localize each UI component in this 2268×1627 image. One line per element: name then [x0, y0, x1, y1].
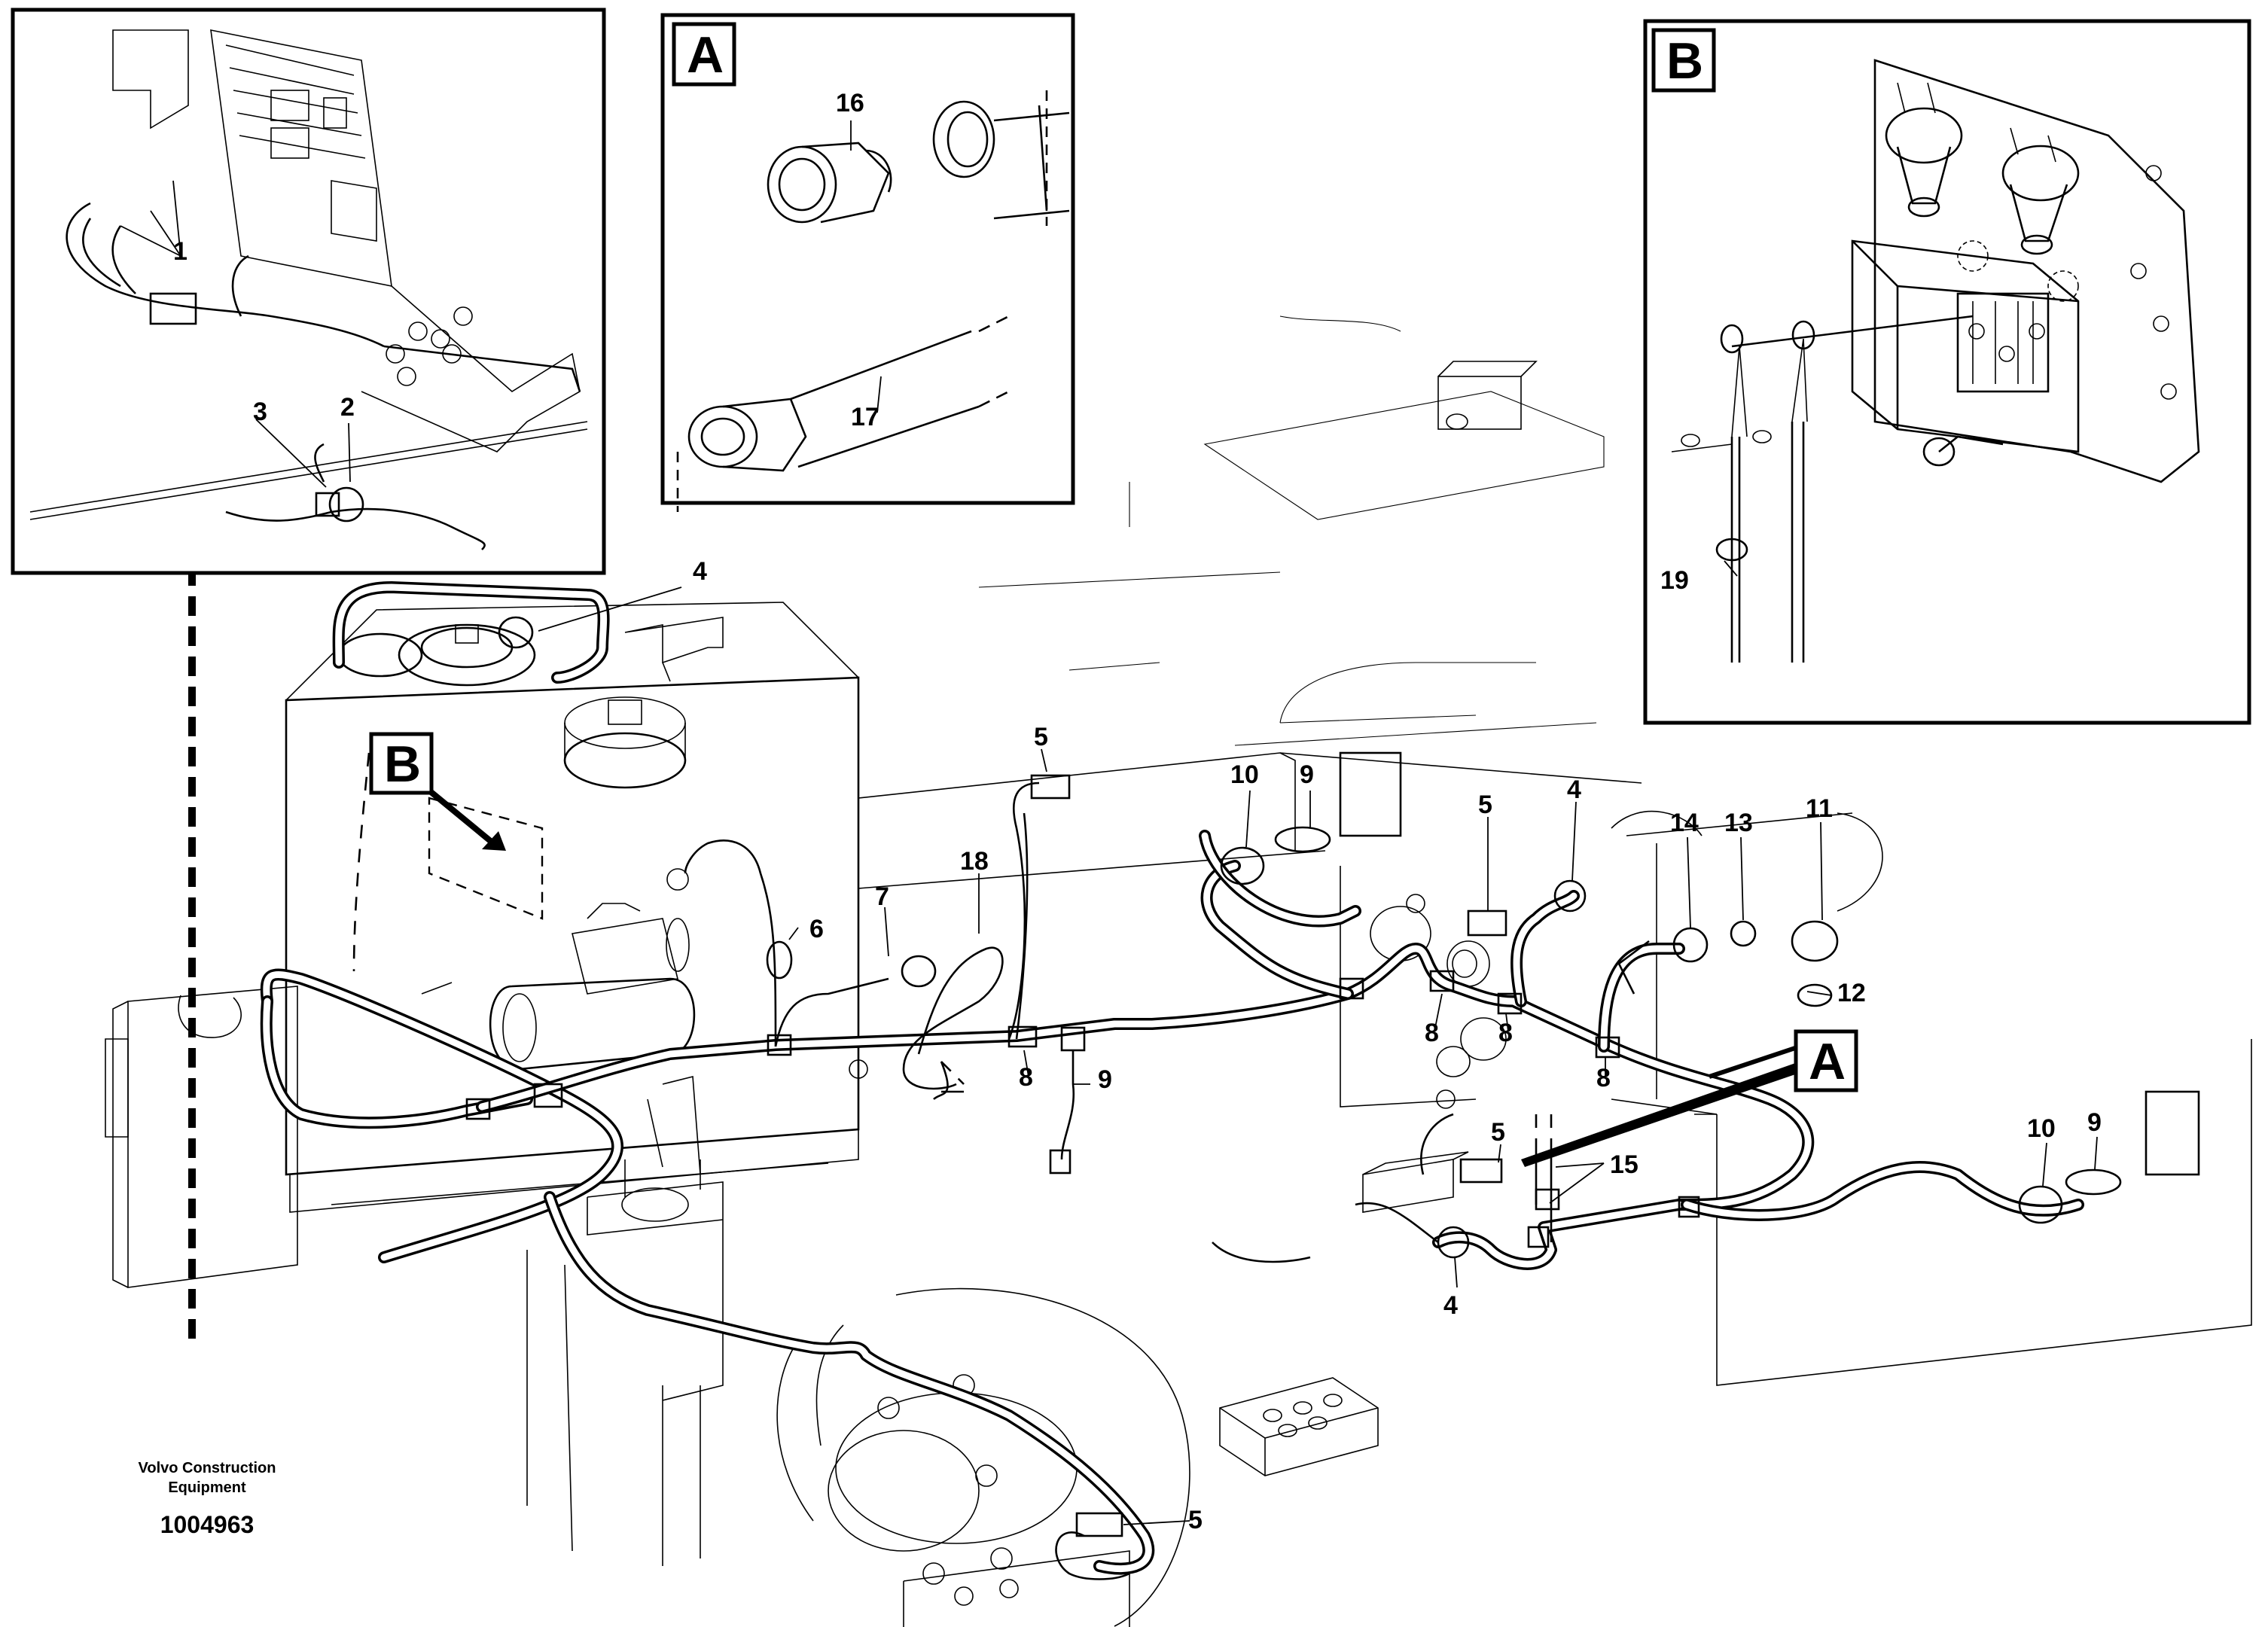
connector-14 [1672, 927, 1709, 963]
callout-5-top: 5 [1034, 723, 1048, 751]
main-marker-a-box [1794, 1029, 1858, 1092]
tee-left-low [465, 1098, 491, 1120]
tee-15-b [1678, 1196, 1700, 1218]
callout-8-c: 8 [1498, 1019, 1513, 1047]
tee-lower-a [1527, 1226, 1550, 1248]
callout-15: 15 [1610, 1150, 1639, 1179]
callout-5-right: 5 [1491, 1118, 1505, 1147]
caption: Volvo Construction Equipment 1004963 [139, 1460, 276, 1538]
inset-b-dashed-area [428, 797, 544, 920]
grommet-10-upper [1220, 846, 1265, 885]
connector-5-upper [1030, 774, 1071, 800]
callout-6: 6 [809, 915, 824, 943]
main-harness [260, 581, 2084, 1575]
tee-8-b [1429, 970, 1455, 992]
callout-16: 16 [836, 89, 864, 117]
inset-b-pointer [427, 788, 495, 846]
inset-top-left [11, 8, 606, 575]
plug-box-upper [1339, 751, 1402, 837]
inset-a-pointer [1521, 1062, 1800, 1167]
callout-4-mid: 4 [1567, 775, 1581, 804]
callout-8-b: 8 [1425, 1019, 1439, 1047]
callout-5-mid: 5 [1478, 791, 1492, 819]
nut-7 [901, 955, 937, 988]
plug-box-right [2145, 1090, 2200, 1176]
callout-17: 17 [851, 403, 879, 431]
callout-5-bottom: 5 [1188, 1506, 1203, 1534]
callout-3: 3 [253, 398, 267, 426]
document-number: 1004963 [160, 1511, 255, 1538]
tee-center [1060, 1026, 1086, 1052]
main-marker-b-box [369, 732, 434, 795]
tee-8-c [1497, 992, 1523, 1015]
callout-2: 2 [340, 393, 355, 422]
caption-line-1: Volvo Construction [139, 1460, 276, 1476]
nut-4-upper-left [498, 616, 534, 649]
callout-14: 14 [1670, 809, 1699, 837]
connector-5-mid [1467, 909, 1507, 937]
tee-15-a [1535, 1188, 1560, 1211]
caption-line-2: Equipment [168, 1479, 246, 1496]
callout-labels: 1 2 3 4 4 4 5 5 5 5 6 7 8 8 8 8 9 9 9 10… [173, 89, 2102, 1534]
callout-13: 13 [1724, 809, 1753, 837]
branch-wires [352, 752, 1650, 1580]
tee-left [767, 1034, 792, 1056]
cap-12 [1797, 983, 1833, 1007]
ring-13 [1730, 920, 1757, 947]
eyelet-9-mid [1049, 1149, 1072, 1175]
callout-12: 12 [1837, 979, 1866, 1007]
inset-markers: A B A B [369, 26, 1858, 1092]
nut-4-lower [1437, 1226, 1470, 1259]
connector-5-right [1459, 1158, 1503, 1184]
inset-a-marker-box [672, 22, 736, 87]
connector-5-lower [1075, 1512, 1123, 1537]
inset-b-pointer-tip [482, 831, 506, 851]
inset-a-pointer-2 [1709, 1044, 1800, 1079]
connectors [465, 616, 2200, 1537]
callout-8-d: 8 [1596, 1064, 1611, 1092]
main-marker-a: A [1809, 1033, 1846, 1090]
callout-9-upper: 9 [1300, 760, 1314, 789]
main-marker-b: B [384, 736, 421, 793]
callout-8-a: 8 [1019, 1063, 1033, 1092]
callout-leaders [255, 419, 2098, 1525]
callout-4-top: 4 [693, 557, 707, 586]
inset-b [1643, 19, 2251, 725]
sleeve-9-right [2065, 1168, 2122, 1196]
sleeve-9-upper [1274, 826, 1331, 853]
tee-left-bracket [533, 1083, 563, 1108]
callout-9-mid: 9 [1098, 1065, 1112, 1094]
machine-frame-outline [105, 315, 2252, 1627]
grommet-10-right [2018, 1185, 2063, 1224]
nut-4-mid [1553, 879, 1587, 913]
inset-b-letter: B [1666, 32, 1703, 90]
callout-10-upper: 10 [1230, 760, 1259, 789]
seal-6 [766, 940, 793, 980]
callout-19: 19 [1660, 566, 1689, 595]
inset-b-marker-box [1651, 28, 1716, 93]
tee-8-d [1595, 1036, 1620, 1059]
inset-a [660, 13, 1075, 512]
callout-11: 11 [1806, 794, 1833, 823]
callout-7: 7 [875, 882, 889, 911]
inset-a-letter: A [687, 26, 724, 84]
callout-9-right: 9 [2087, 1108, 2102, 1137]
callout-10-right: 10 [2027, 1114, 2056, 1143]
callout-1: 1 [173, 237, 187, 266]
callout-4-lower: 4 [1443, 1291, 1458, 1320]
elbow-11 [1791, 920, 1839, 962]
tee-upper-junction [1339, 977, 1364, 1000]
callout-18: 18 [960, 847, 989, 876]
tee-8-a [1007, 1025, 1038, 1048]
